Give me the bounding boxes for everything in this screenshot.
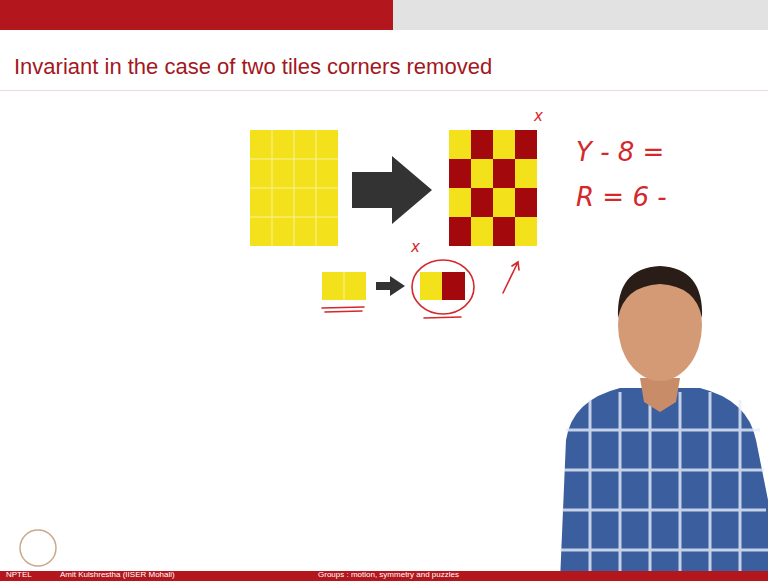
- yellow-domino: [322, 272, 366, 300]
- coloured-domino: [420, 272, 465, 300]
- small-arrow: [376, 276, 405, 296]
- nptel-logo: [20, 530, 56, 566]
- progress-bar: [0, 0, 393, 30]
- title-rule: [0, 90, 768, 91]
- footer-text: Groups : motion, symmetry and puzzles: [318, 571, 459, 580]
- cross-mark: x: [411, 239, 420, 256]
- presenter: [560, 266, 768, 581]
- handwritten-note: R = 6 -: [576, 183, 667, 212]
- ink-annotations: [322, 260, 519, 318]
- footer-bar: [0, 571, 768, 581]
- footer-text: NPTEL: [6, 571, 32, 580]
- footer-text: Amit Kulshrestha (IISER Mohali): [60, 571, 175, 580]
- checkerboard: [449, 130, 537, 246]
- cross-mark: x: [534, 108, 543, 125]
- handwritten-note: Y - 8 =: [576, 138, 664, 167]
- slide-title: Invariant in the case of two tiles corne…: [14, 55, 492, 79]
- yellow-board: [250, 130, 338, 246]
- progress-bar-rest: [393, 0, 768, 30]
- big-arrow: [352, 156, 432, 224]
